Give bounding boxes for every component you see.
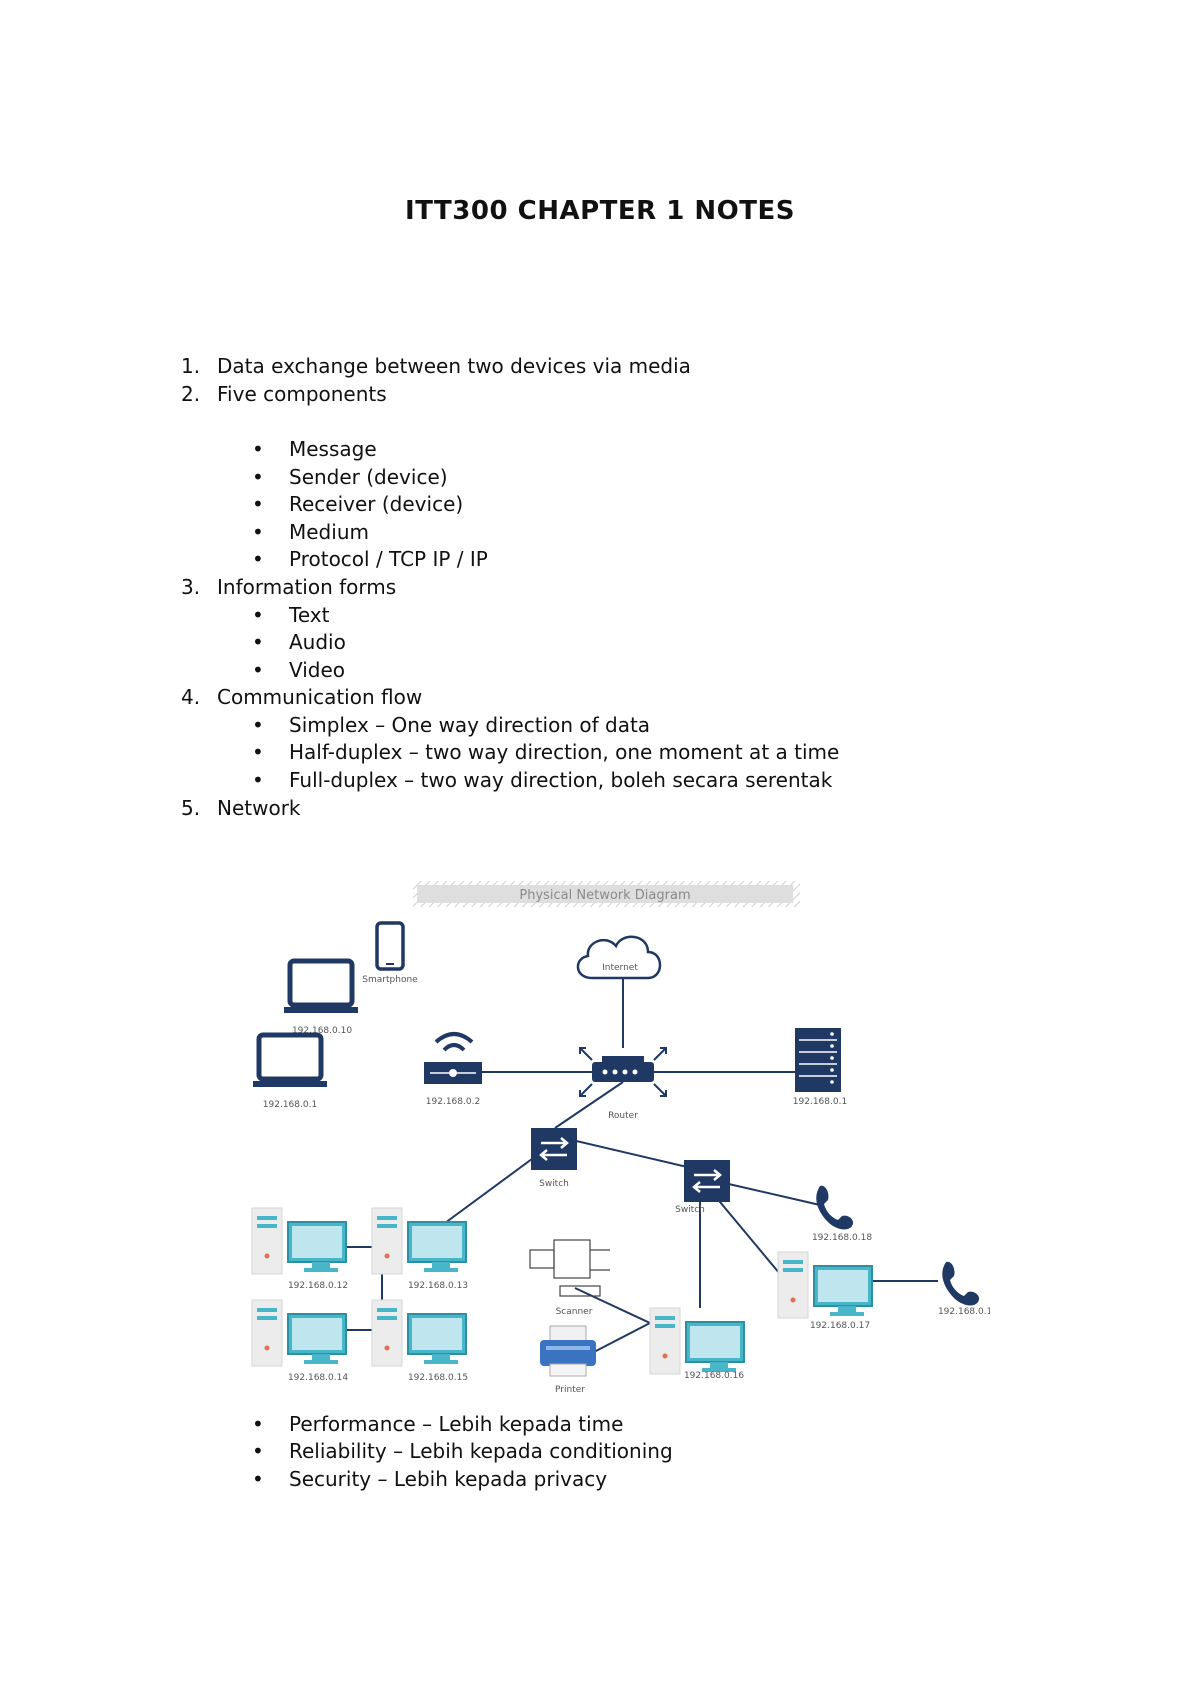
physical-network-diagram: Physical Network Diagram Smartphone 192.… <box>230 881 990 1395</box>
laptop-icon <box>253 1035 327 1087</box>
internet-label: Internet <box>602 963 638 973</box>
bullet-icon: • <box>252 603 264 627</box>
pc-label: 192.168.0.14 <box>288 1373 348 1383</box>
bullet-icon: • <box>252 630 264 654</box>
desktop-computer-icon <box>251 1207 347 1275</box>
item-text: Communication flow <box>217 685 423 709</box>
switch-label: Switch <box>675 1205 705 1215</box>
pc-label: 192.168.0.17 <box>810 1321 870 1331</box>
bullet-icon: • <box>252 658 264 682</box>
pc-label: 192.168.0.12 <box>288 1281 348 1291</box>
bullet-text: Receiver (device) <box>289 492 464 516</box>
pc-label: 192.168.0.16 <box>684 1371 744 1381</box>
bullet-text: Medium <box>289 520 369 544</box>
printer-icon <box>540 1325 596 1377</box>
document-title: ITT300 CHAPTER 1 NOTES <box>405 196 795 226</box>
laptop-label: 192.168.0.10 <box>292 1026 352 1036</box>
phone-label: 192.168.0.18 <box>812 1233 872 1243</box>
scanner-label: Scanner <box>556 1307 593 1317</box>
item-number: 5. <box>181 796 201 820</box>
pc-label: 192.168.0.13 <box>408 1281 468 1291</box>
server-label: 192.168.0.1 <box>793 1097 847 1107</box>
bullet-icon: • <box>252 520 264 544</box>
bullet-text: Security – Lebih kepada privacy <box>289 1467 608 1491</box>
laptop-label: 192.168.0.1 <box>263 1100 317 1110</box>
bullet-icon: • <box>252 1439 264 1463</box>
switch-icon <box>682 1158 732 1204</box>
item-number: 1. <box>181 354 201 378</box>
bullet-icon: • <box>252 547 264 571</box>
bullet-text: Protocol / TCP IP / IP <box>289 547 488 571</box>
smartphone-icon <box>375 921 405 971</box>
scanner-icon <box>529 1239 610 1297</box>
desktop-computer-icon <box>251 1299 347 1367</box>
bullet-icon: • <box>252 437 264 461</box>
phone-label: 192.168.0.19 <box>938 1307 990 1317</box>
switch-label: Switch <box>539 1179 569 1189</box>
switch-icon <box>529 1126 579 1172</box>
pc-label: 192.168.0.15 <box>408 1373 468 1383</box>
router-label: Router <box>608 1111 638 1121</box>
diagram-title: Physical Network Diagram <box>519 888 690 903</box>
bullet-text: Audio <box>289 630 346 654</box>
bullet-icon: • <box>252 1467 264 1491</box>
server-icon <box>795 1028 841 1092</box>
desktop-computer-icon <box>371 1299 467 1367</box>
smartphone-label: Smartphone <box>362 975 418 985</box>
item-text: Information forms <box>217 575 397 599</box>
item-number: 4. <box>181 685 201 709</box>
item-text: Five components <box>217 382 387 406</box>
item-text: Data exchange between two devices via me… <box>217 354 691 378</box>
bullet-icon: • <box>252 492 264 516</box>
bullet-text: Text <box>289 603 330 627</box>
item-number: 2. <box>181 382 201 406</box>
desktop-computer-icon <box>649 1307 745 1375</box>
router-icon <box>579 1047 667 1097</box>
bullet-text: Performance – Lebih kepada time <box>289 1412 624 1436</box>
bullet-icon: • <box>252 465 264 489</box>
bullet-text: Full-duplex – two way direction, boleh s… <box>289 768 833 792</box>
bullet-icon: • <box>252 713 264 737</box>
bullet-icon: • <box>252 740 264 764</box>
desktop-computer-icon <box>777 1251 873 1319</box>
bullet-text: Simplex – One way direction of data <box>289 713 651 737</box>
phone-icon <box>942 1261 980 1306</box>
printer-label: Printer <box>555 1385 585 1395</box>
wifi-label: 192.168.0.2 <box>426 1097 480 1107</box>
laptop-icon <box>284 961 358 1013</box>
wifi-router-icon <box>424 1032 482 1084</box>
item-number: 3. <box>181 575 201 599</box>
bullet-text: Video <box>289 658 346 682</box>
bullet-text: Sender (device) <box>289 465 448 489</box>
item-text: Network <box>217 796 301 820</box>
bullet-text: Reliability – Lebih kepada conditioning <box>289 1439 673 1463</box>
cloud-icon <box>576 935 662 980</box>
bullet-icon: • <box>252 1412 264 1436</box>
bullet-text: Message <box>289 437 377 461</box>
bullet-text: Half-duplex – two way direction, one mom… <box>289 740 840 764</box>
bullet-icon: • <box>252 768 264 792</box>
phone-icon <box>816 1185 854 1230</box>
